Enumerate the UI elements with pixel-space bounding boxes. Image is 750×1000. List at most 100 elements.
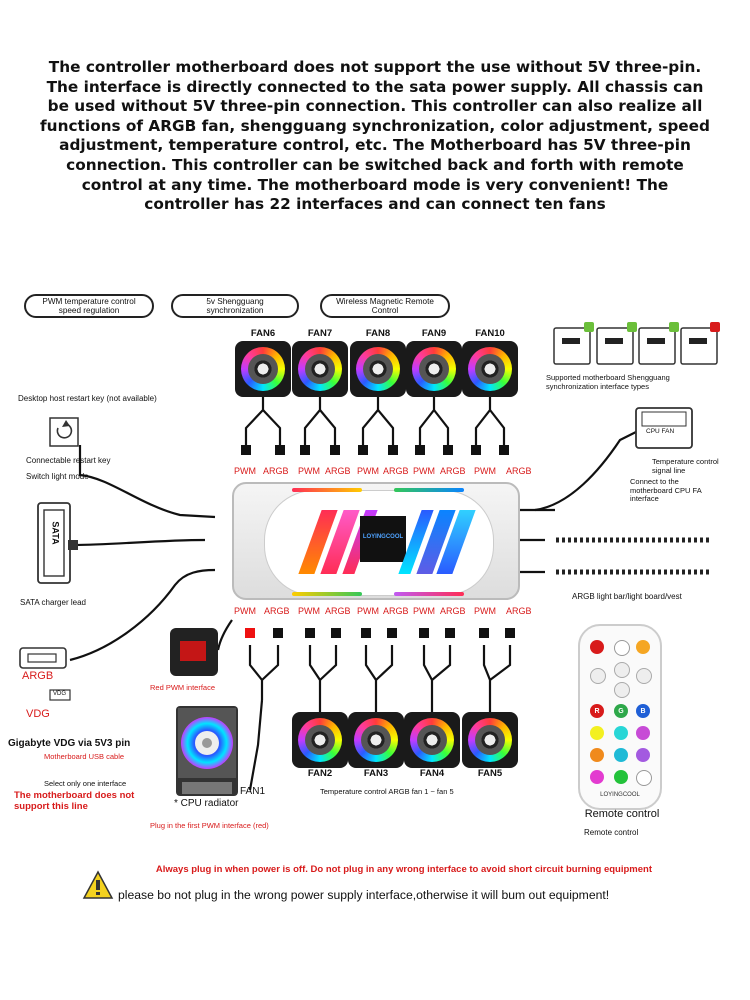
fan-6-image xyxy=(235,341,291,397)
light-arc xyxy=(394,488,464,492)
plug-top xyxy=(499,445,509,455)
connector-label: ARGB xyxy=(325,606,351,616)
connector-label: ARGB xyxy=(325,466,351,476)
intro-paragraph: The controller motherboard does not supp… xyxy=(40,58,710,214)
light-arc xyxy=(292,488,362,492)
pill-pwm-speed: PWM temperature control speed regulation xyxy=(24,294,154,318)
fan-5-image xyxy=(462,712,518,768)
plug-top xyxy=(330,445,340,455)
fan-2-image xyxy=(292,712,348,768)
remote-speed-button[interactable] xyxy=(590,668,606,684)
plug-top xyxy=(275,445,285,455)
connectable-restart-label: Connectable restart key xyxy=(26,456,111,465)
plug-top xyxy=(443,445,453,455)
fan-7-image xyxy=(292,341,348,397)
remote-color-button[interactable] xyxy=(636,748,650,762)
remote-blue-button[interactable]: B xyxy=(636,704,650,718)
remote-red-button[interactable]: R xyxy=(590,704,604,718)
red-pwm-label: Red PWM interface xyxy=(150,683,216,692)
connector-label: ARGB xyxy=(264,606,290,616)
fan-label-top-5: FAN10 xyxy=(475,328,505,339)
supported-types-label: Supported motherboard Shengguang synchro… xyxy=(546,373,670,391)
fan-label-bottom-2: FAN3 xyxy=(363,768,389,779)
fan-4-image xyxy=(404,712,460,768)
remote-title: Remote control xyxy=(584,808,660,820)
argb-label: ARGB xyxy=(22,670,54,682)
connector-label: ARGB xyxy=(263,466,289,476)
connector-label: ARGB xyxy=(383,466,409,476)
remote-color-button[interactable] xyxy=(614,726,628,740)
fan-label-bottom-4: FAN5 xyxy=(477,768,503,779)
remote-color-button[interactable] xyxy=(614,770,628,784)
remote-brand: LOYINGCOOL xyxy=(600,792,640,798)
gigabyte-label: Gigabyte VDG via 5V3 pin xyxy=(8,738,131,749)
fan-label-bottom-3: FAN4 xyxy=(419,768,445,779)
usb-cable-label: Motherboard USB cable xyxy=(44,752,125,761)
fan-label-bottom-1: FAN2 xyxy=(307,768,333,779)
plug-bottom xyxy=(331,628,341,638)
plug-bottom xyxy=(387,628,397,638)
fan-10-image xyxy=(462,341,518,397)
remote-color-button[interactable] xyxy=(636,726,650,740)
remote-up-button[interactable] xyxy=(614,662,630,678)
argb-bar-label: ARGB light bar/light board/vest xyxy=(572,592,682,601)
plug-bottom-red xyxy=(245,628,255,638)
controller-logo-panel: LOYINGCOOL xyxy=(360,516,406,562)
connector-label: PWM xyxy=(298,466,320,476)
connector-label: PWM xyxy=(357,466,379,476)
remote-down-button[interactable] xyxy=(614,682,630,698)
fan-label-top-3: FAN8 xyxy=(365,328,391,339)
warning-red-text: Always plug in when power is off. Do not… xyxy=(155,864,652,875)
switch-light-label: Switch light mode xyxy=(26,472,89,481)
vdg-chip-text: VDG xyxy=(53,691,67,697)
remote-power-button[interactable] xyxy=(590,640,604,654)
warning-black-text: please bo not plug in the wrong power su… xyxy=(118,888,610,902)
plug-bottom xyxy=(361,628,371,638)
remote-play-button[interactable] xyxy=(614,640,630,656)
remote-color-button[interactable] xyxy=(590,726,604,740)
connector-label: PWM xyxy=(474,606,496,616)
plug-top xyxy=(358,445,368,455)
select-only-label: Select only one interface xyxy=(44,779,127,788)
connector-label: PWM xyxy=(413,606,435,616)
pill-sync: 5v Shengguang synchronization xyxy=(171,294,299,318)
fan-8-image xyxy=(350,341,406,397)
plug-top xyxy=(471,445,481,455)
connector-label: PWM xyxy=(357,606,379,616)
remote-green-button[interactable]: G xyxy=(614,704,628,718)
plug-bottom xyxy=(419,628,429,638)
connector-label: PWM xyxy=(413,466,435,476)
connector-label: ARGB xyxy=(383,606,409,616)
sata-lead-label: SATA charger lead xyxy=(20,598,86,607)
fan-label-top-4: FAN9 xyxy=(421,328,447,339)
temp-signal-label: Temperature control signal line xyxy=(652,457,719,475)
cpu-fan-chip-text: CPU FAN xyxy=(646,428,675,435)
temp-fans-label: Temperature control ARGB fan 1 ~ fan 5 xyxy=(320,787,454,796)
remote-color-button[interactable] xyxy=(590,748,604,762)
plug-top xyxy=(415,445,425,455)
connector-label: PWM xyxy=(234,606,256,616)
connector-label: ARGB xyxy=(506,606,532,616)
controller-brand: LOYINGCOOL xyxy=(362,534,404,540)
remote-white-button[interactable] xyxy=(636,770,652,786)
light-arc xyxy=(292,592,362,596)
plug-bottom xyxy=(479,628,489,638)
remote-color-button[interactable] xyxy=(590,770,604,784)
remote-brightness-button[interactable] xyxy=(636,668,652,684)
fan-9-image xyxy=(406,341,462,397)
connector-label: ARGB xyxy=(440,466,466,476)
connector-label: PWM xyxy=(234,466,256,476)
plug-bottom xyxy=(273,628,283,638)
connector-label: PWM xyxy=(298,606,320,616)
not-support-label: The motherboard does not support this li… xyxy=(14,790,135,812)
connect-cpu-label: Connect to the motherboard CPU FA interf… xyxy=(630,477,702,503)
connector-label: PWM xyxy=(474,466,496,476)
plug-bottom xyxy=(305,628,315,638)
fan1-label: FAN1 xyxy=(240,786,266,797)
plug-first-label: Plug in the first PWM interface (red) xyxy=(150,821,269,830)
remote-mode-button[interactable] xyxy=(636,640,650,654)
plug-top xyxy=(388,445,398,455)
restart-key-label: Desktop host restart key (not available) xyxy=(18,394,157,403)
remote-color-button[interactable] xyxy=(614,748,628,762)
